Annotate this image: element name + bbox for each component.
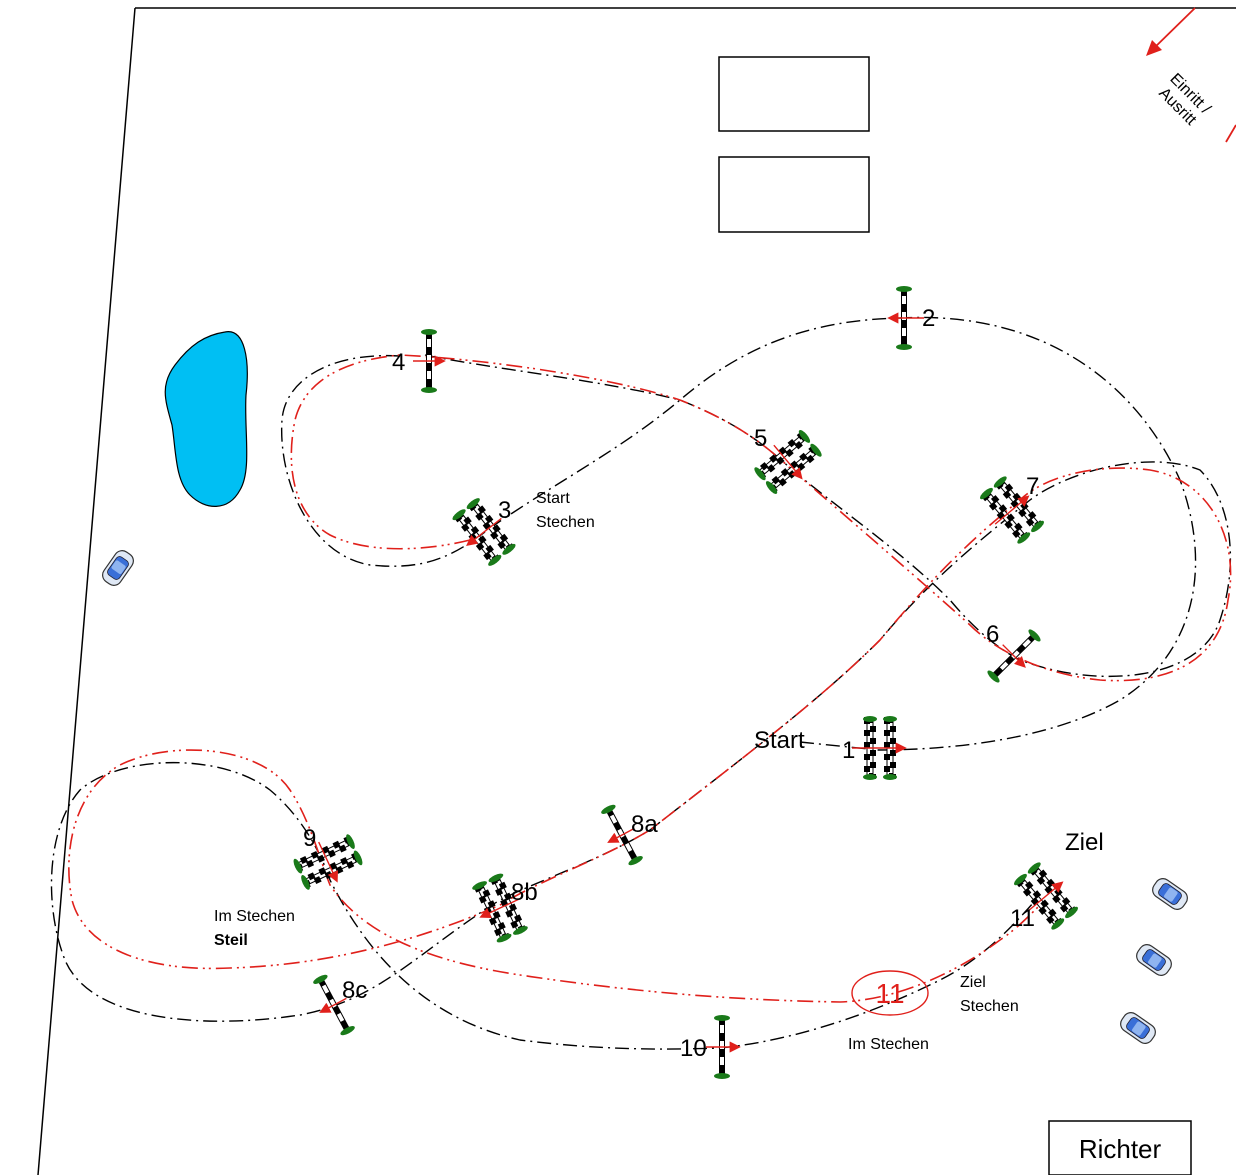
- obstacle-2: [887, 286, 924, 350]
- jumpoff-finish-label: Ziel: [960, 974, 986, 991]
- obstacle-label-11: 11: [1010, 905, 1035, 932]
- pond-icon: [164, 331, 248, 507]
- obstacle-label-8a: 8a: [631, 811, 658, 838]
- obstacle-label-8c: 8c: [342, 977, 367, 1004]
- obstacle-label-8b: 8b: [511, 879, 538, 906]
- obstacle-label-3: 3: [498, 497, 511, 524]
- obstacle-8b: [472, 873, 528, 943]
- obstacle-1: [852, 716, 907, 780]
- jumpoff-obstacle-11-label: 11: [875, 978, 904, 1009]
- obstacles: [293, 286, 1078, 1079]
- jumpoff-vertical-note-bold: Steil: [214, 932, 248, 949]
- entry-arrow-icon: [1146, 7, 1236, 143]
- obstacle-3: [452, 498, 516, 566]
- obstacle-7: [980, 476, 1044, 544]
- jumpoff-route-line: [68, 354, 1232, 1003]
- obstacle-label-2: 2: [922, 305, 935, 332]
- obstacle-label-9: 9: [303, 825, 316, 852]
- obstacle-9: [293, 834, 363, 890]
- obstacle-11: [1014, 862, 1078, 930]
- obstacle-label-6: 6: [986, 621, 999, 648]
- obstacle-8a: [601, 804, 643, 866]
- obstacle-label-10: 10: [680, 1035, 707, 1062]
- obstacle-5: [754, 430, 822, 494]
- jumpoff-obstacle-11-caption: Im Stechen: [848, 1036, 929, 1053]
- obstacle-label-4: 4: [392, 349, 405, 376]
- jumpoff-start-label: Start: [536, 490, 570, 507]
- arena-boundary: [37, 7, 1236, 1175]
- obstacle-6: [987, 629, 1041, 683]
- judge-tent-top: [718, 56, 870, 132]
- parked-car-icon: [1116, 1008, 1160, 1048]
- obstacle-8c: [313, 974, 355, 1036]
- judge-tent-second: [718, 156, 870, 233]
- parked-car-icon: [1148, 874, 1192, 914]
- obstacle-4: [413, 329, 446, 393]
- parked-car-icon: [1132, 940, 1176, 980]
- course-route-line: [50, 316, 1232, 1050]
- obstacle-label-7: 7: [1026, 473, 1039, 500]
- obstacle-label-1: 1: [842, 737, 855, 764]
- parked-car-icon: [98, 546, 138, 590]
- judge-label: Richter: [1079, 1134, 1162, 1164]
- jumpoff-vertical-note: Im Stechen: [214, 908, 295, 925]
- finish-label: Ziel: [1065, 829, 1104, 856]
- obstacle-10: [706, 1015, 741, 1079]
- jumpoff-obstacle-11-marker: [851, 970, 929, 1016]
- jumpoff-start-label-2: Stechen: [536, 514, 595, 531]
- jumpoff-finish-label-2: Stechen: [960, 998, 1019, 1015]
- start-label: Start: [754, 727, 805, 754]
- obstacle-label-5: 5: [754, 425, 767, 452]
- judge-box: [1048, 1120, 1192, 1175]
